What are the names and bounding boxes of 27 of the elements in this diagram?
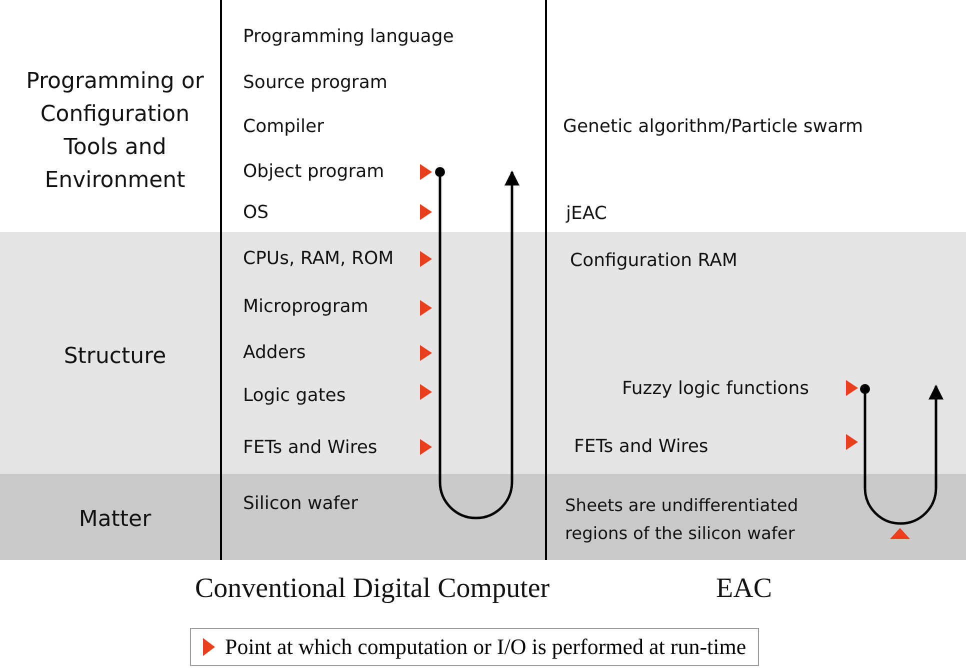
layer-item-text: Logic gates <box>243 384 383 408</box>
layer-item-text: Sheets are undifferentiated regions of the silicon wafer <box>565 492 855 548</box>
layer-item-text: Compiler <box>243 115 473 139</box>
layer-item-text: OS <box>243 201 303 225</box>
legend-text: Point at which computation or I/O is performed at run-time <box>225 634 746 660</box>
layer-item-text: Microprogram <box>243 295 413 319</box>
layer-heading: Structure <box>62 343 168 371</box>
layer-band <box>0 474 966 560</box>
layer-band <box>0 232 966 474</box>
u-turn-arrow <box>860 384 944 525</box>
layer-heading: Programming or Configuration Tools and Environment <box>25 68 205 195</box>
layer-item-text: FETs and Wires <box>574 435 744 459</box>
layer-item-text: Fuzzy logic functions <box>622 377 865 401</box>
layer-item-text: Object program <box>243 160 440 184</box>
layer-item-text: CPUs, RAM, ROM <box>243 247 423 271</box>
layer-item-text: Configuration RAM <box>570 249 790 273</box>
layer-item-text: jEAC <box>566 202 646 226</box>
layer-item-text: Silicon wafer <box>243 492 403 520</box>
layer-item-text: FETs and Wires <box>243 436 413 460</box>
layer-item-text: Source program <box>243 71 473 95</box>
layer-item-text: Adders <box>243 341 343 365</box>
layer-item-text: Genetic algorithm/Particle swarm <box>563 115 923 139</box>
column-title: Conventional Digital Computer <box>195 573 550 605</box>
layer-heading: Matter <box>78 506 152 534</box>
u-turn-arrow <box>435 167 520 519</box>
column-title: EAC <box>716 573 772 605</box>
layer-item-text: Programming language <box>243 25 473 49</box>
